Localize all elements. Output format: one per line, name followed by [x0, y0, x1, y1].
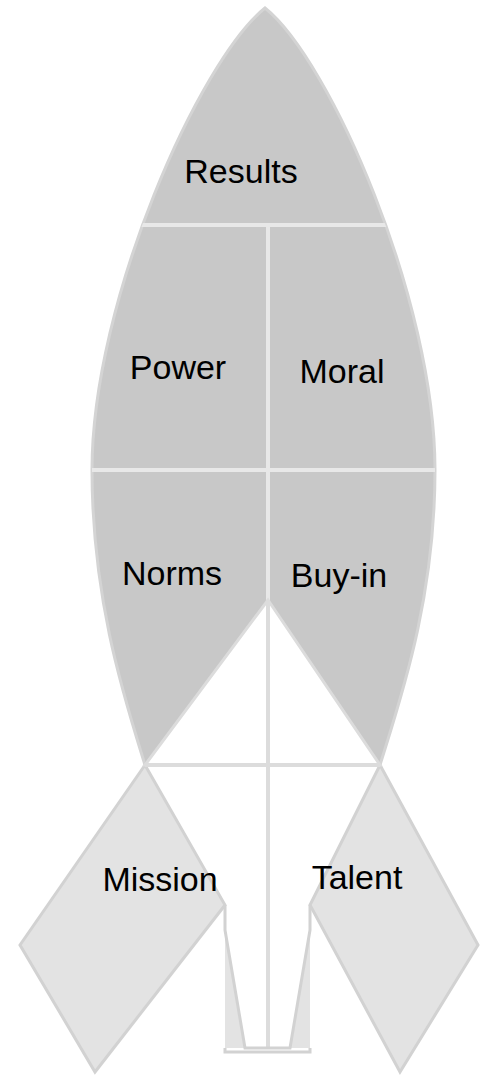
section-label: Norms	[122, 554, 222, 593]
rocket-section: Mission	[98, 858, 221, 901]
section-label: Mission	[102, 860, 217, 899]
section-label: Results	[184, 152, 297, 191]
section-label: Buy-in	[291, 556, 387, 595]
section-label: Moral	[299, 352, 384, 391]
rocket-section: Moral	[295, 350, 388, 393]
rocket-section: Results	[180, 150, 301, 193]
section-label: Talent	[312, 858, 403, 897]
rocket-section: Norms	[118, 552, 226, 595]
rocket-section: Talent	[308, 856, 407, 899]
section-label: Power	[130, 348, 226, 387]
rocket-section: Buy-in	[287, 554, 391, 597]
rocket-section: Power	[126, 346, 230, 389]
